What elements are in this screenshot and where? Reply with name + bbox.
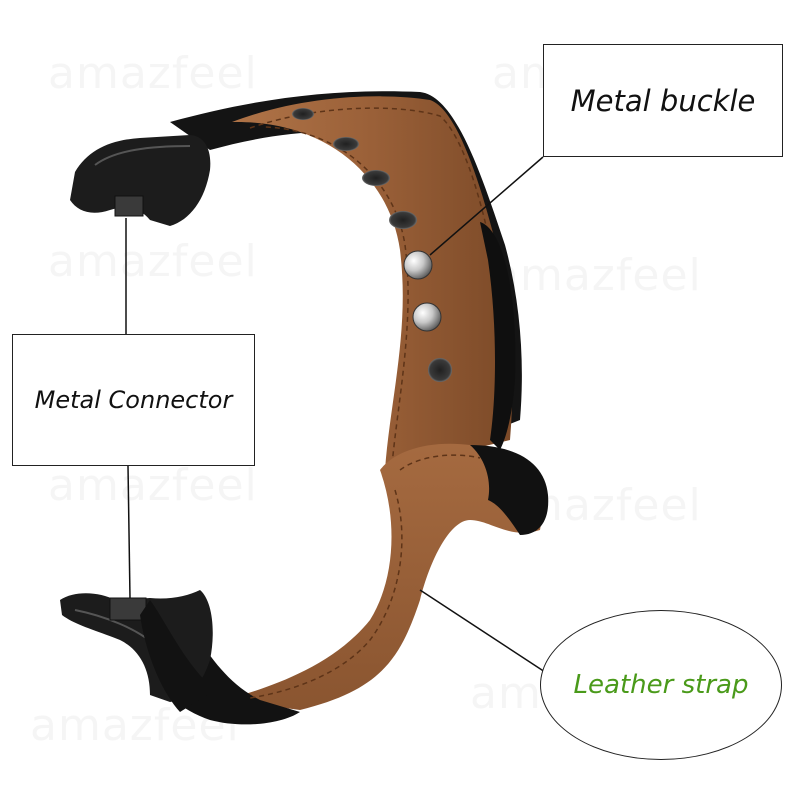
buckle-keeper <box>480 222 516 450</box>
metal-rivet <box>403 250 433 280</box>
watermark: amazfeel <box>48 48 258 99</box>
lower-strap-loop-edge <box>470 445 549 535</box>
lower-connector-leather <box>140 600 215 712</box>
upper-strap-stitch-inner <box>264 126 409 466</box>
metal-buckle-label: Metal buckle <box>543 44 783 157</box>
watermark: amazfeel <box>492 250 702 301</box>
strap-hole <box>428 358 452 382</box>
upper-connector-highlight <box>94 145 191 166</box>
metal-connector-label: Metal Connector <box>12 334 255 466</box>
strap-hole <box>292 108 314 120</box>
metal-rivet <box>412 302 442 332</box>
strap-hole <box>333 137 359 151</box>
watermark: amazfeel <box>48 460 258 511</box>
strap-hole <box>389 211 417 229</box>
buckle-leader-line <box>429 156 544 256</box>
upper-connector-pin <box>114 195 144 217</box>
connector-leader-line-bottom <box>127 465 131 599</box>
lower-strap-leather <box>225 443 545 710</box>
strap-hole <box>362 170 390 186</box>
strap-leader-line <box>419 589 546 673</box>
watermark: amazfeel <box>48 236 258 287</box>
upper-metal-connector <box>70 135 211 226</box>
leather-strap-label: Leather strap <box>540 610 782 760</box>
lower-strap-stitch <box>249 454 481 699</box>
